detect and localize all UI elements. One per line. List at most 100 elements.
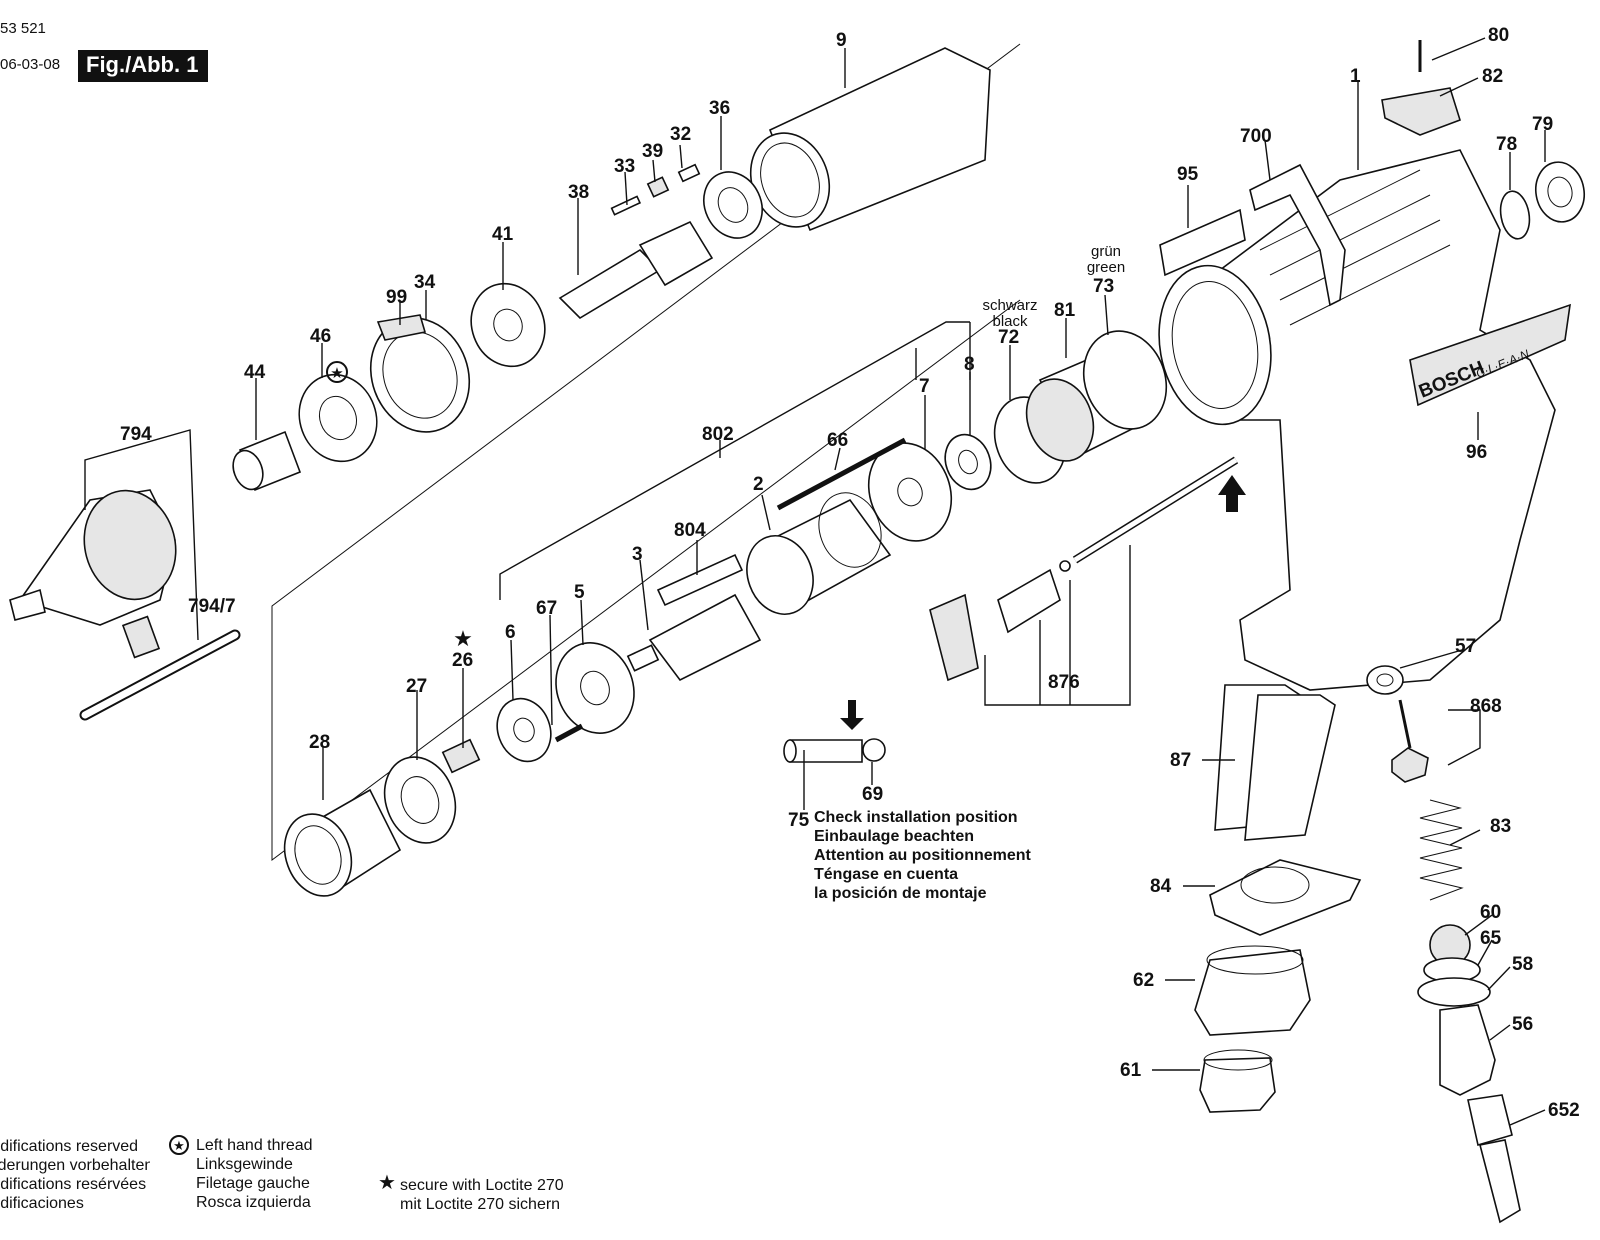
part-9-motor-sleeve <box>749 47 991 232</box>
callout-6: 6 <box>505 622 516 643</box>
left-hand-thread-symbol-46: ★ <box>326 361 348 383</box>
callout-79: 79 <box>1532 114 1553 135</box>
callout-1: 1 <box>1350 66 1361 87</box>
callout-5: 5 <box>574 582 585 603</box>
callout-794: 794 <box>120 424 152 445</box>
callout-700: 700 <box>1240 126 1272 147</box>
callout-labels: 9 80 82 1 79 78 700 36 32 39 33 38 95 41… <box>120 25 1580 1121</box>
callout-81: 81 <box>1054 300 1076 321</box>
modifications-reserved-note: Modifications reserved Änderungen vorbeh… <box>0 1138 150 1212</box>
callout-7: 7 <box>919 376 930 397</box>
star-in-circle-icon: ★ <box>168 1134 190 1160</box>
callout-69: 69 <box>862 784 883 805</box>
callout-794-7: 794/7 <box>188 596 236 617</box>
part-38-spindle <box>558 220 714 320</box>
callout-868: 868 <box>1470 696 1502 717</box>
part-41-bearing <box>470 282 546 368</box>
callout-60: 60 <box>1480 902 1501 923</box>
part-44-spacer <box>232 430 302 492</box>
callout-3: 3 <box>632 544 643 565</box>
part-75-pin <box>783 739 863 763</box>
callout-87: 87 <box>1170 750 1191 771</box>
callout-96: 96 <box>1466 442 1487 463</box>
callout-78: 78 <box>1496 134 1517 155</box>
part-32-pin <box>677 163 701 183</box>
document-date: 06-03-08 <box>0 56 61 73</box>
part-2-cylinder <box>746 492 892 615</box>
part-67-pin <box>554 723 584 743</box>
star-icon: ★ <box>378 1172 396 1194</box>
callout-33: 33 <box>614 156 635 177</box>
callout-83: 83 <box>1490 816 1511 837</box>
part-26-gear <box>441 738 481 774</box>
part-794-7-chuck-key <box>79 615 241 721</box>
part-57-valve-seat <box>1366 665 1404 695</box>
part-58-seal <box>1417 977 1491 1007</box>
part-82-cover <box>1381 87 1461 136</box>
figure-label: Fig./Abb. 1 <box>78 50 209 82</box>
callout-75: 75 <box>788 810 810 831</box>
part-83-spring <box>1419 799 1464 901</box>
part-3-rotor <box>626 593 762 682</box>
part-78-o-ring <box>1499 190 1531 240</box>
callout-8: 8 <box>964 354 975 375</box>
part-804-vane <box>656 553 744 607</box>
left-hand-thread-legend: ★ Left hand thread Linksgewinde Filetage… <box>168 1134 313 1212</box>
callout-66: 66 <box>827 430 848 451</box>
part-6-bearing <box>496 697 552 763</box>
callout-38: 38 <box>568 182 589 203</box>
part-27-washer <box>383 756 457 844</box>
callout-39: 39 <box>642 141 663 162</box>
direction-arrow-icon <box>840 700 864 730</box>
part-868-valve <box>1391 699 1429 783</box>
part-95-label <box>1159 208 1246 277</box>
callout-73: 73 <box>1093 276 1114 297</box>
loctite-symbol-26: ★ <box>453 626 473 651</box>
part-700-clip <box>1249 163 1346 307</box>
callout-57: 57 <box>1455 636 1476 657</box>
callout-61: 61 <box>1120 1060 1142 1081</box>
callout-876: 876 <box>1048 672 1080 693</box>
part-39-gear <box>646 176 670 198</box>
callout-58: 58 <box>1512 954 1533 975</box>
loctite-legend: ★ secure with Loctite 270 mit Loctite 27… <box>378 1172 564 1213</box>
part-79-plug <box>1534 161 1586 223</box>
callout-56: 56 <box>1512 1014 1533 1035</box>
leader-lines <box>255 37 1546 1126</box>
callout-41: 41 <box>492 224 514 245</box>
part-33-pin <box>610 195 642 216</box>
part-794-chuck <box>9 489 177 626</box>
part-652-hose-fitting <box>1467 1094 1521 1224</box>
callout-36: 36 <box>709 98 730 119</box>
callout-652: 652 <box>1548 1100 1580 1121</box>
part-56-valve-body <box>1439 1004 1496 1096</box>
color-label-green-en: green <box>1087 259 1125 276</box>
motor-group-frame <box>271 43 1021 861</box>
part-99-shim <box>376 314 427 341</box>
part-5-end-plate <box>555 642 635 734</box>
callout-26: 26 <box>452 650 473 671</box>
callout-67: 67 <box>536 598 557 619</box>
part-46-ring-nut <box>298 373 378 463</box>
callout-28: 28 <box>309 732 330 753</box>
part-8-bearing <box>944 433 992 491</box>
color-label-black-de: schwarz <box>982 297 1037 314</box>
part-96-nameplate <box>1409 303 1571 407</box>
part-1-main-housing <box>1158 149 1571 691</box>
part-61-nipple <box>1199 1049 1276 1113</box>
callout-95: 95 <box>1177 164 1199 185</box>
svg-text:★: ★ <box>173 1138 185 1153</box>
callout-80: 80 <box>1488 25 1509 46</box>
callout-72: 72 <box>998 327 1019 348</box>
installation-note: Check installation position Einbaulage b… <box>814 809 1031 902</box>
part-36-bearing <box>703 171 763 239</box>
color-label-green-de: grün <box>1091 243 1121 260</box>
part-87-muffler <box>1214 684 1336 841</box>
document-number: 53 521 <box>0 20 46 37</box>
callout-34: 34 <box>414 272 436 293</box>
part-69-ring <box>862 738 886 762</box>
callout-27: 27 <box>406 676 427 697</box>
svg-text:★: ★ <box>330 365 343 382</box>
part-28-ring-gear <box>283 788 402 897</box>
